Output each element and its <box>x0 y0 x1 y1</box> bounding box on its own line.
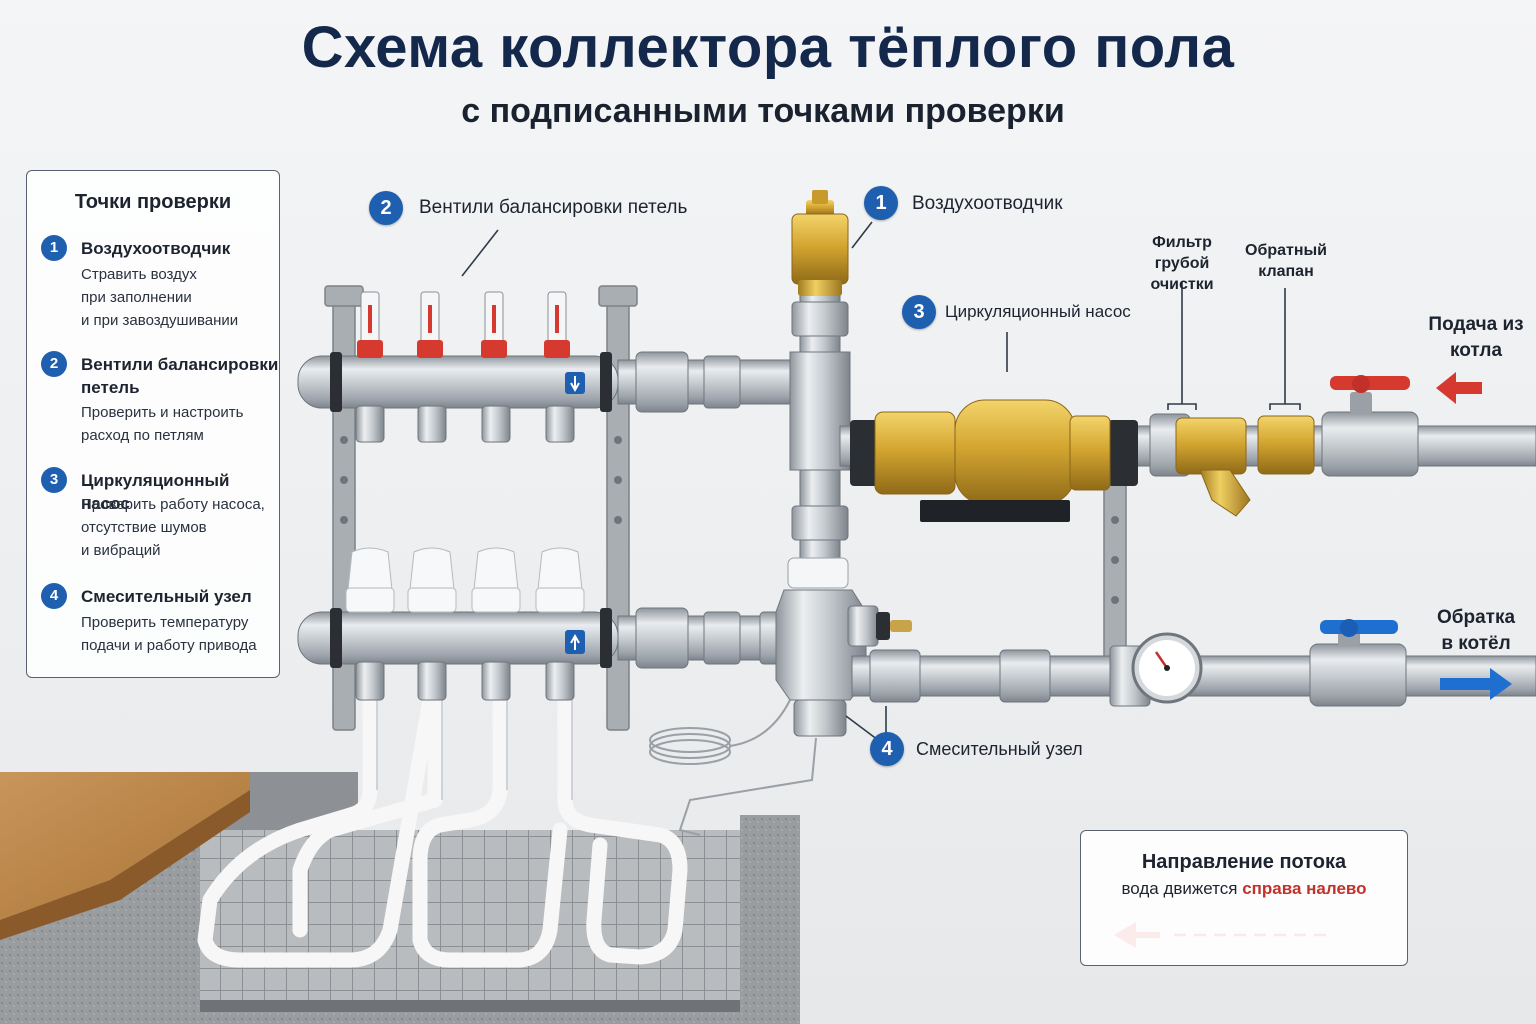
callout-4-label: Смесительный узел <box>916 739 1083 759</box>
return-ball-valve <box>1309 619 1407 707</box>
legend-item-title: Циркуляционный насос <box>81 471 230 513</box>
supply-from-boiler-label: Подача из котла <box>1428 314 1524 361</box>
flowmeter-1 <box>357 291 383 358</box>
air-vent <box>791 190 849 296</box>
return-to-boiler-label: Обратка в котёл <box>1436 607 1516 654</box>
legend-number-badge: 4 <box>41 583 67 609</box>
legend-item-text: Проверить и настроить расход по петлям <box>81 404 244 444</box>
legend-item-title: Вентили балансировки петель <box>81 355 279 397</box>
pressure-gauge <box>1109 632 1203 707</box>
legend-number-badge: 2 <box>41 351 67 377</box>
supply-outlets <box>355 405 575 443</box>
check-valve-label: Обратный клапан <box>1245 242 1327 280</box>
flow-text: вода движется справа налево <box>1081 879 1407 899</box>
flow-title: Направление потока <box>1141 851 1347 873</box>
circulation-pump <box>850 399 1138 522</box>
legend-number-badge: 3 <box>41 467 67 493</box>
check-valve <box>1257 415 1315 475</box>
thermostatic-caps <box>345 547 585 613</box>
flow-text-prefix: вода движется <box>1121 879 1243 898</box>
heating-loops-shading <box>376 700 573 800</box>
callout-1-label: Воздухоотводчик <box>912 193 1063 214</box>
legend-item-title: Смесительный узел <box>81 587 252 606</box>
return-connection <box>617 607 799 669</box>
leader-lines <box>461 221 1301 741</box>
supply-connection <box>617 351 819 413</box>
supply-manifold <box>297 352 619 412</box>
legend-title: Точки проверки <box>74 191 232 213</box>
flow-text-accent: справа налево <box>1242 879 1367 898</box>
callout-3-label: Циркуляционный насос <box>945 302 1131 321</box>
legend-item-title: Воздухоотводчик <box>81 239 231 258</box>
legend-item-text: Стравить воздух при заполнении и при зав… <box>81 266 239 329</box>
legend-number-badge: 1 <box>41 235 67 261</box>
mixing-valve-body <box>775 557 912 737</box>
filter-label: Фильтр грубой очистки <box>1150 234 1214 293</box>
flowmeters <box>357 291 570 358</box>
flowmeter-3 <box>481 291 507 358</box>
strainer-filter <box>1149 413 1251 517</box>
callout-1-badge: 1 <box>864 186 898 220</box>
legend-item-text: Проверить температуру подачи и работу пр… <box>81 614 257 654</box>
wood-floor-board <box>0 772 250 920</box>
callout-2-label: Вентили балансировки петель <box>419 197 688 218</box>
return-arrow-icon <box>1440 668 1512 700</box>
return-manifold <box>297 608 619 668</box>
capillary-sensor <box>649 699 817 836</box>
legend-item-text: Проверить работу насоса, отсутствие шумо… <box>81 496 265 559</box>
callout-3-badge: 3 <box>902 295 936 329</box>
return-outlets <box>355 661 575 701</box>
page-subtitle: с подписанными точками проверки <box>461 92 1065 130</box>
callout-2-badge: 2 <box>369 191 403 225</box>
page-title: Схема коллектора тёплого пола <box>301 15 1235 80</box>
callout-4-badge: 4 <box>870 732 904 766</box>
supply-arrow-icon <box>1436 372 1482 404</box>
check-points-legend: Точки проверки 1 Воздухоотводчик Стравит… <box>26 170 280 678</box>
flowmeter-2 <box>417 291 443 358</box>
flow-direction-box: Направление потока вода движется справа … <box>1080 830 1408 966</box>
supply-ball-valve <box>1321 375 1419 477</box>
reinforcement-mesh <box>200 830 740 1000</box>
heating-loops <box>197 692 688 968</box>
flowmeter-4 <box>544 291 570 358</box>
